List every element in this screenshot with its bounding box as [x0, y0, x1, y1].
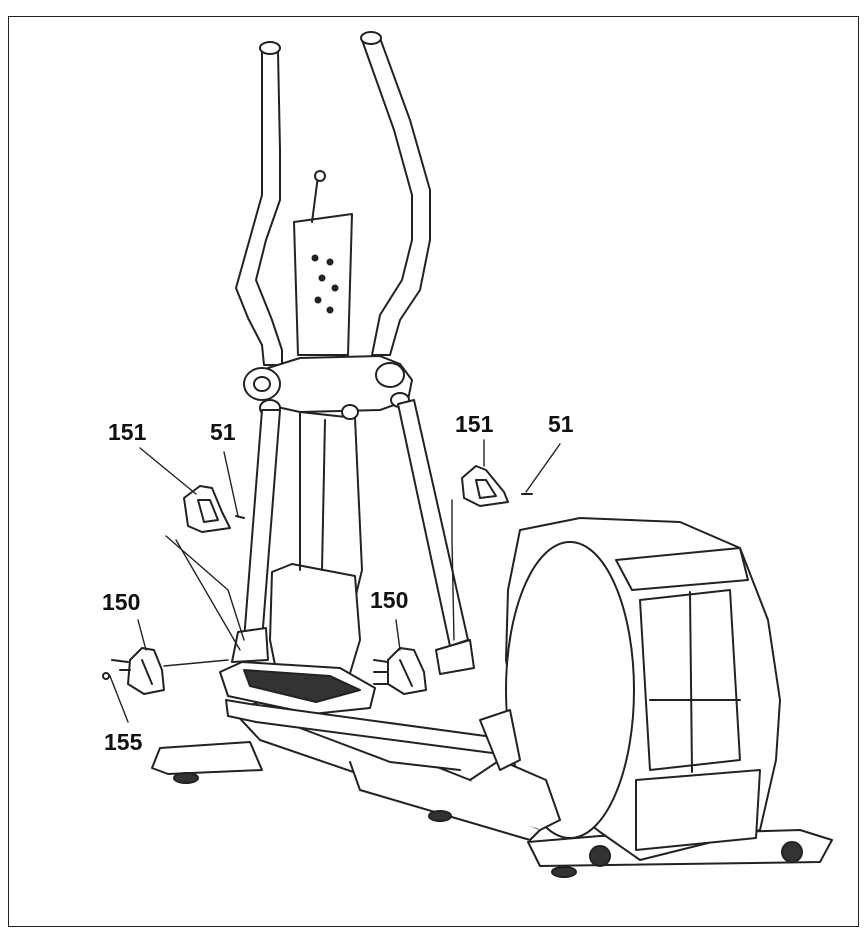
left-bracket-150	[127, 647, 165, 695]
left-lower-arm	[231, 409, 281, 663]
bolts-150	[102, 659, 389, 685]
bolt-51-left	[235, 515, 245, 519]
front-column	[269, 411, 363, 691]
rear-rail	[469, 709, 561, 831]
right-lower-arm	[397, 399, 475, 675]
callout-right-51: 51	[548, 411, 574, 437]
diagram-frame	[8, 16, 859, 927]
callout-left-150: 150	[102, 589, 140, 615]
left-bracket-151	[183, 485, 231, 533]
left-handlebar	[235, 41, 283, 366]
pivot-hub	[243, 355, 413, 420]
leader-lines	[109, 439, 561, 723]
right-handlebar	[360, 31, 431, 356]
callout-left-155: 155	[104, 729, 143, 755]
flywheel-housing	[505, 517, 781, 861]
callout-left-151: 151	[108, 419, 147, 445]
console-mast	[293, 170, 353, 356]
callout-right-151: 151	[455, 411, 494, 437]
right-bracket-150	[387, 647, 427, 695]
right-bracket-151	[461, 465, 509, 507]
callout-right-150: 150	[370, 587, 408, 613]
left-pedal	[219, 661, 537, 759]
callout-left-51: 51	[210, 419, 236, 445]
